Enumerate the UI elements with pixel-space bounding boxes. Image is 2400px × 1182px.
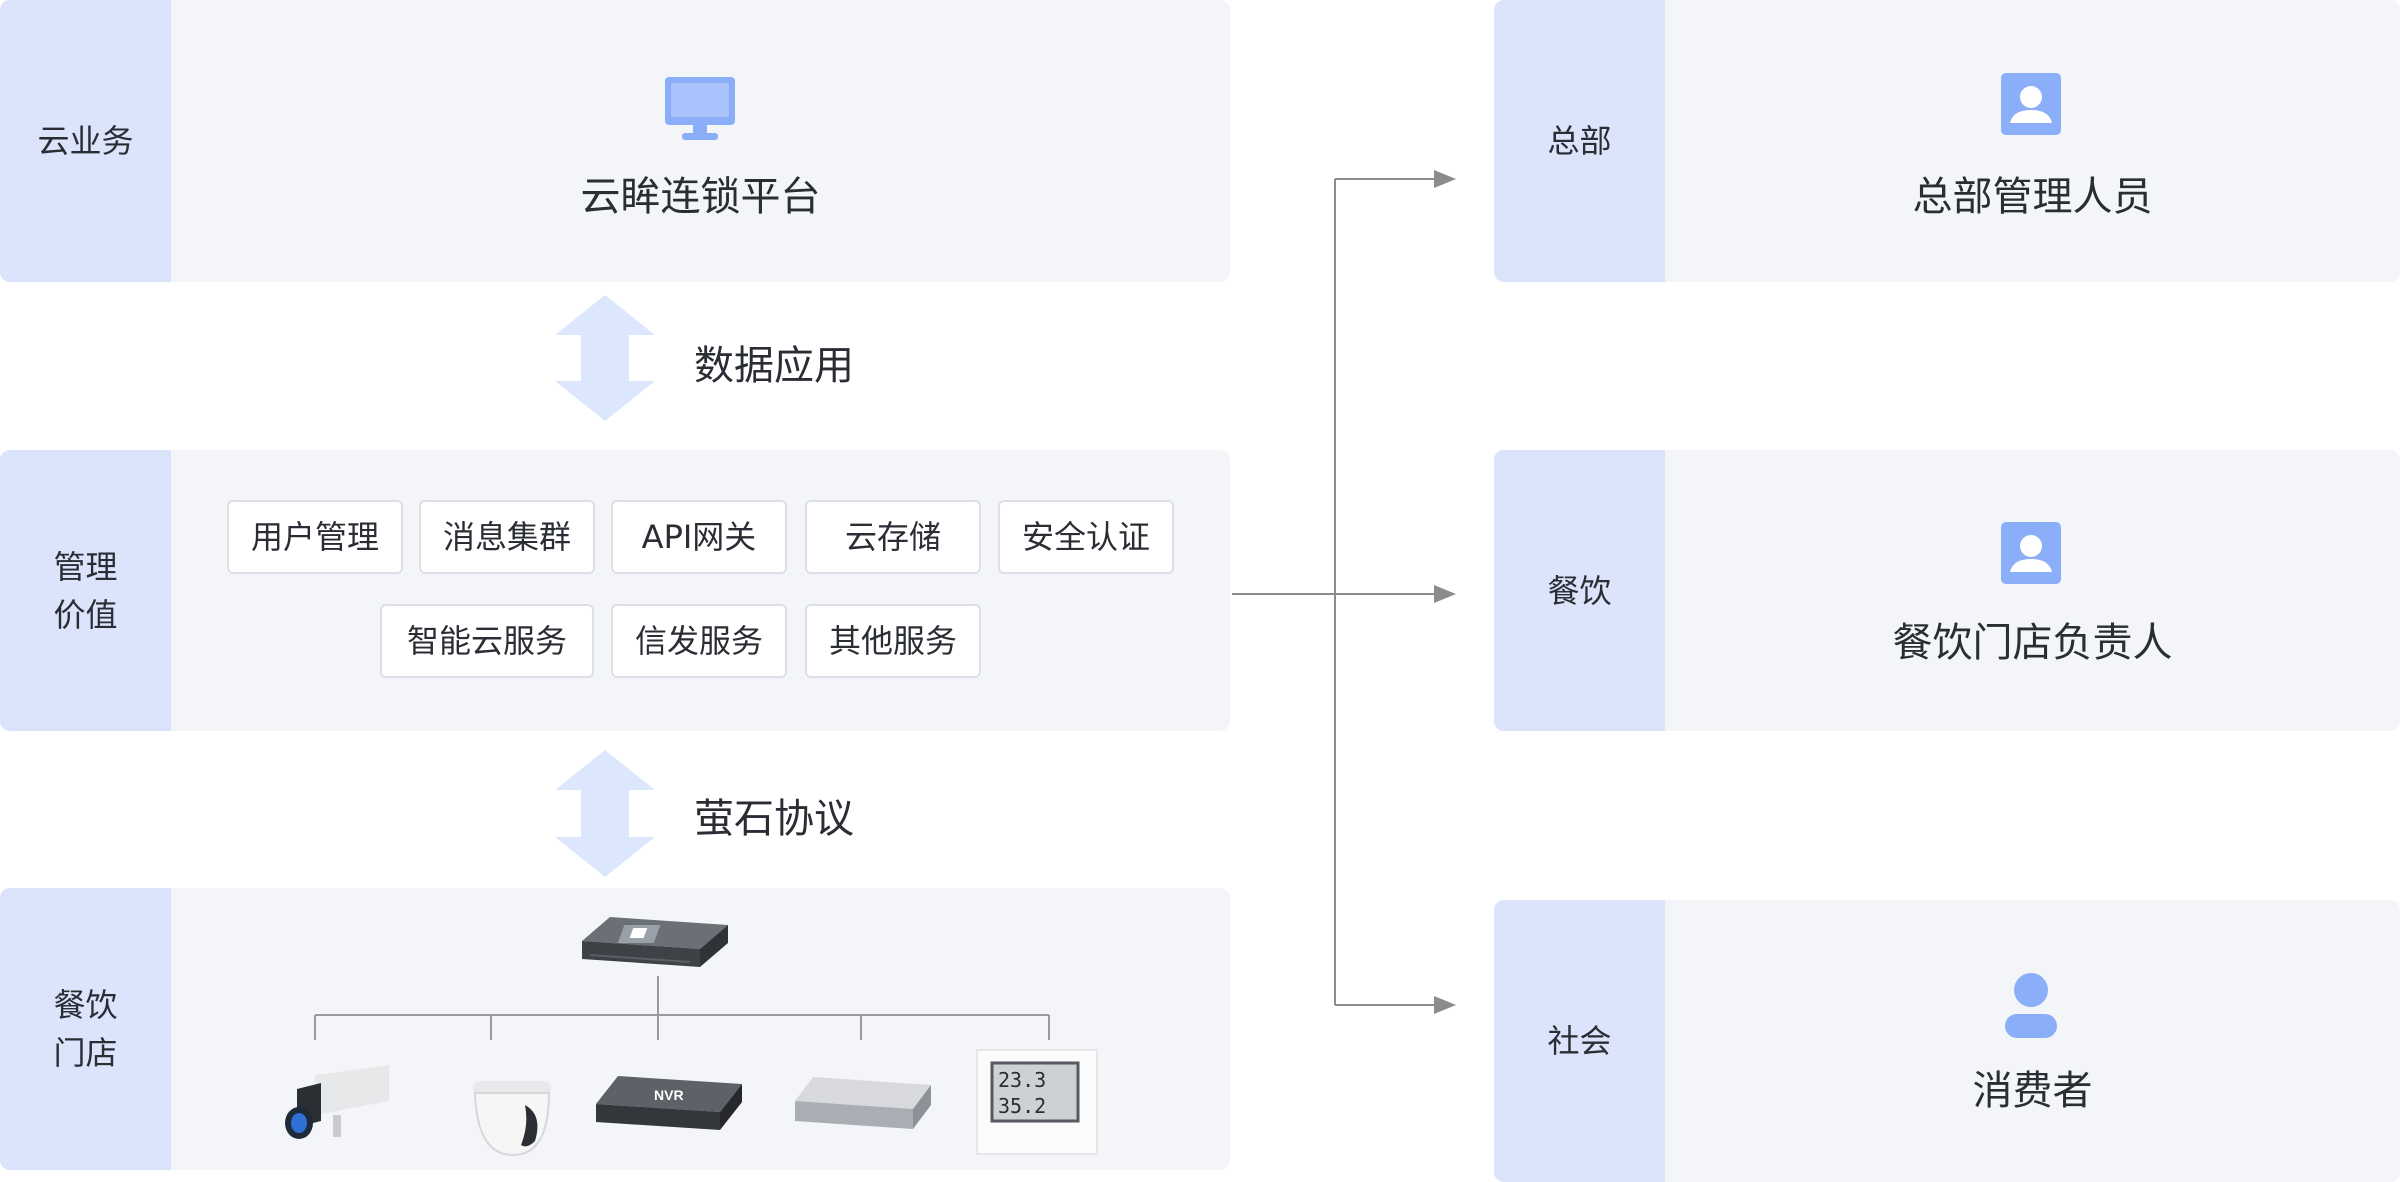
service-chip: 智能云服务 <box>380 604 594 678</box>
management-services: 用户管理 消息集群 API网关 云存储 安全认证 智能云服务 信发服务 其他服务 <box>171 450 1230 731</box>
dome-camera-icon <box>469 1075 555 1157</box>
service-chip: 云存储 <box>805 500 981 574</box>
box-camera-icon <box>281 1063 391 1155</box>
service-chip: 安全认证 <box>998 500 1174 574</box>
network-device-icon <box>795 1073 935 1143</box>
arrowhead-catering <box>1434 585 1456 603</box>
cloud-business-content: 云眸连锁平台 <box>171 0 1230 282</box>
service-chip: 信发服务 <box>611 604 787 678</box>
catering-label: 餐饮 <box>1547 571 1612 610</box>
cloud-business-panel: 云业务 云眸连锁平台 <box>0 0 1230 282</box>
catering-title: 餐饮门店负责人 <box>1892 620 2173 666</box>
nvr-server-icon <box>580 915 728 979</box>
thermometer-display-icon: 23.3 35.2 <box>976 1049 1098 1155</box>
society-content: 消费者 <box>1665 900 2400 1182</box>
cloud-business-label: 云业务 <box>37 122 134 160</box>
person-icon <box>2005 972 2057 1038</box>
service-chip: 用户管理 <box>227 500 403 574</box>
management-value-label: 管理 价值 <box>53 547 118 634</box>
cloud-platform-title: 云眸连锁平台 <box>580 174 821 220</box>
management-value-panel: 管理 价值 用户管理 消息集群 API网关 云存储 安全认证 智能云服务 信发服… <box>0 450 1230 731</box>
user-card-icon <box>2001 522 2061 584</box>
headquarters-label: 总部 <box>1547 122 1612 160</box>
service-chip: 消息集群 <box>419 500 595 574</box>
society-title: 消费者 <box>1972 1068 2093 1114</box>
store-devices: NVR 23.3 35.2 <box>171 888 1230 1170</box>
protocol-label: 萤石协议 <box>694 796 854 842</box>
society-panel: 社会 消费者 <box>1494 900 2400 1182</box>
user-card-icon <box>2001 73 2061 135</box>
arrowhead-headquarters <box>1434 170 1456 188</box>
data-application-label: 数据应用 <box>694 343 854 389</box>
service-chip: 其他服务 <box>805 604 981 678</box>
nvr-recorder-icon: NVR <box>596 1068 742 1148</box>
management-value-side-label: 管理 价值 <box>0 450 171 731</box>
protocol-double-arrow-icon <box>555 750 655 877</box>
monitor-icon <box>664 76 736 142</box>
store-side-label: 餐饮 门店 <box>0 888 171 1170</box>
catering-content: 餐饮门店负责人 <box>1665 450 2400 731</box>
headquarters-panel: 总部 总部管理人员 <box>1494 0 2400 282</box>
store-panel: 餐饮 门店 <box>0 888 1230 1170</box>
store-label: 餐饮 门店 <box>53 986 118 1072</box>
headquarters-content: 总部管理人员 <box>1665 0 2400 282</box>
thermo-readout-bottom: 35.2 <box>998 1094 1046 1118</box>
data-application-double-arrow-icon <box>555 295 655 421</box>
thermo-readout-top: 23.3 <box>998 1068 1046 1092</box>
arrowhead-society <box>1434 996 1456 1014</box>
service-chip: API网关 <box>611 500 787 574</box>
society-side-label: 社会 <box>1494 900 1665 1182</box>
headquarters-title: 总部管理人员 <box>1912 174 2153 220</box>
cloud-business-side-label: 云业务 <box>0 0 171 282</box>
catering-side-label: 餐饮 <box>1494 450 1665 731</box>
nvr-text: NVR <box>654 1087 684 1103</box>
society-label: 社会 <box>1547 1022 1612 1060</box>
catering-panel: 餐饮 餐饮门店负责人 <box>1494 450 2400 731</box>
headquarters-side-label: 总部 <box>1494 0 1665 282</box>
